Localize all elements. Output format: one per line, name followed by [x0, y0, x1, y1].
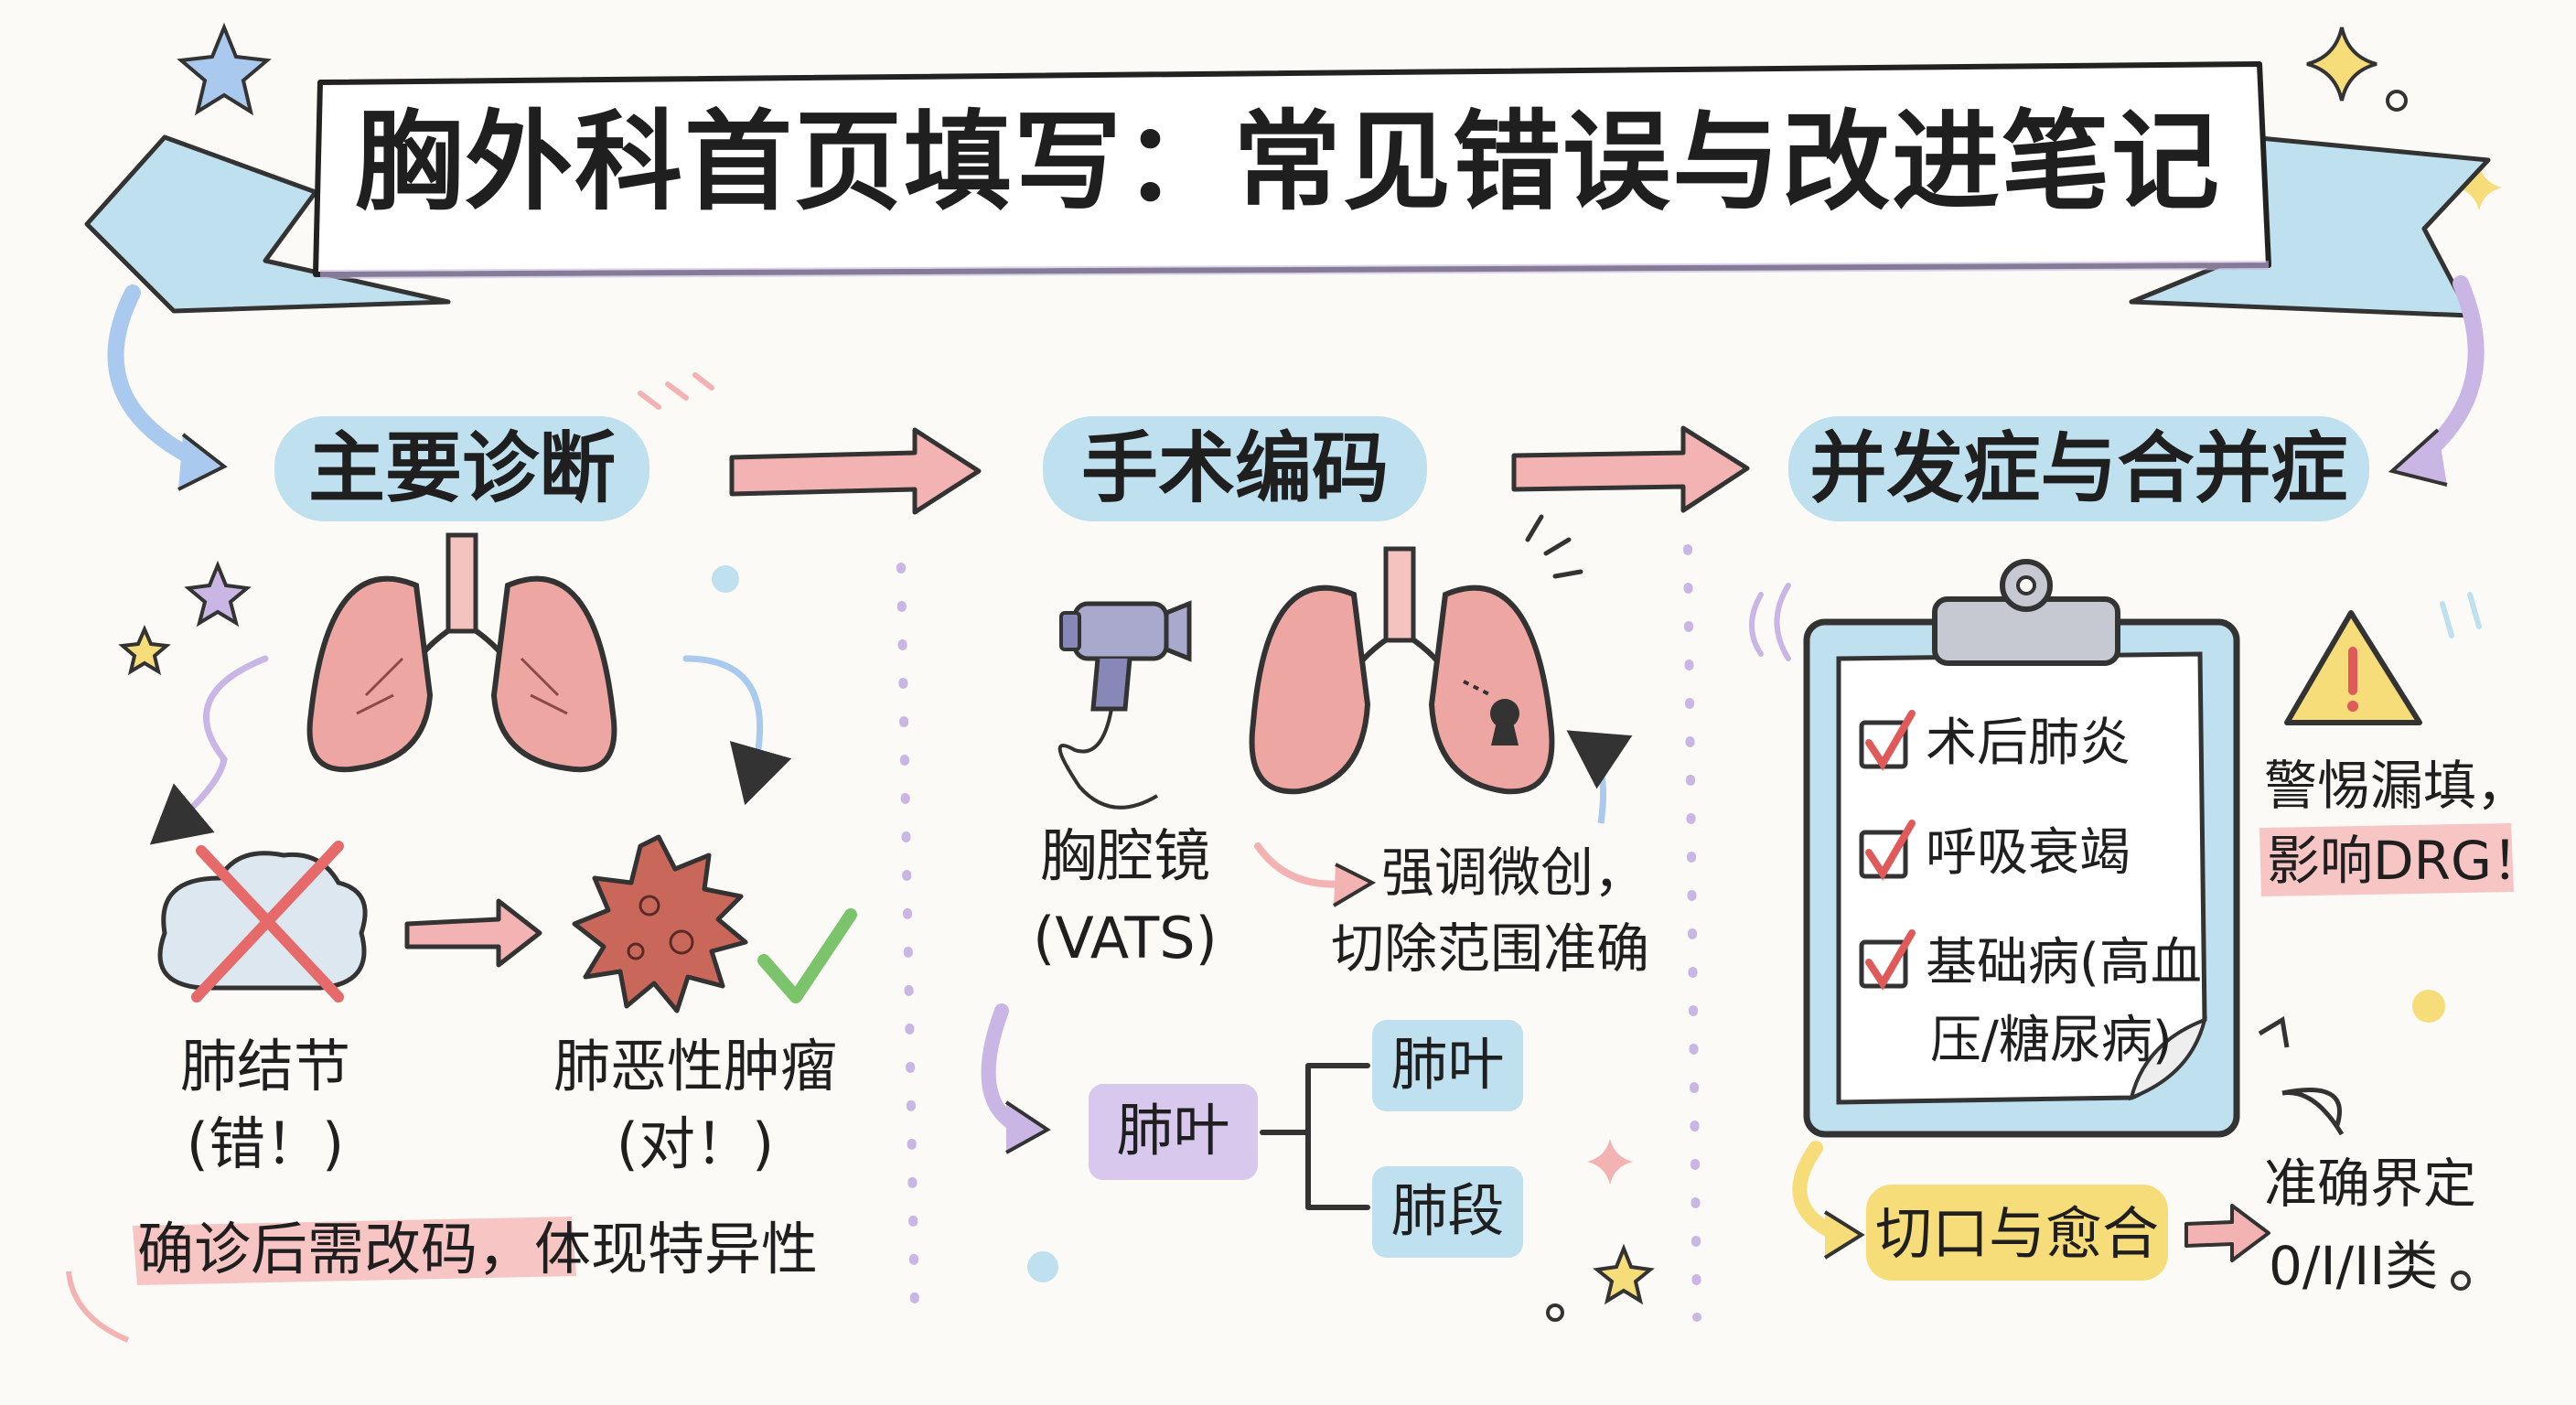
incision-pill	[1866, 1185, 2168, 1281]
page-title: 胸外科首页填写：常见错误与改进笔记	[354, 99, 2221, 225]
checklist-item-1: 术后肺炎	[1926, 713, 2131, 773]
branch-option-pill-1	[1372, 1020, 1523, 1111]
incision-label: 切口与愈合	[1874, 1200, 2159, 1267]
branch-root-pill	[1089, 1084, 1258, 1180]
decoration-stars	[97, 22, 2502, 1322]
checklist-item-3-cont: 压/糖尿病)	[1930, 1011, 2173, 1070]
right-diagnosis-label: 肺恶性肿瘤	[553, 1033, 837, 1099]
flow-arrow-1	[729, 427, 982, 515]
branch-connector	[1260, 1063, 1370, 1210]
checklist-item-2: 呼吸衰竭	[1926, 823, 2131, 883]
header-diagnosis: 主要诊断	[307, 424, 616, 513]
surgery-emphasis-1: 强调微创，	[1381, 842, 1648, 904]
branch-root-label: 肺叶	[1116, 1097, 1230, 1164]
title-left-arrow	[107, 284, 209, 470]
warning-icon	[2284, 610, 2422, 725]
wrong-tag: (错！)	[186, 1110, 345, 1177]
wrong-diagnosis-label: 肺结节	[179, 1033, 350, 1099]
header-complications: 并发症与合并症	[1809, 424, 2348, 513]
checkbox-2	[1859, 820, 1916, 881]
device-label: 胸腔镜	[1039, 822, 1210, 889]
correction-arrow	[404, 898, 542, 968]
flow-arrow-2	[1511, 425, 1750, 513]
checklist-item-3: 基础病(高血	[1926, 933, 2202, 992]
lungs-keyhole-icon	[1249, 514, 1583, 795]
checkbox-3	[1859, 929, 1916, 991]
lungs-icon	[306, 532, 617, 773]
warning-highlight	[2259, 823, 2514, 896]
note-highlight	[133, 1217, 576, 1285]
thoracoscope-icon	[1057, 600, 1192, 810]
branch-option-pill-2	[1372, 1166, 1523, 1258]
incision-arrow	[2184, 1204, 2270, 1262]
clipboard-icon	[1803, 559, 2240, 1138]
device-sublabel: (VATS)	[1033, 905, 1218, 971]
header-pill-surgery	[1043, 416, 1427, 521]
surgery-emphasis-2: 切除范围准确	[1331, 917, 1650, 980]
cross-mark-icon	[191, 841, 344, 1003]
check-mark-icon	[757, 908, 857, 1003]
checkbox-1	[1859, 710, 1916, 771]
title-banner	[84, 61, 2491, 318]
divider-left	[896, 563, 919, 1313]
classification-text-1: 准确界定	[2264, 1153, 2477, 1215]
classification-text-2: 0/I/II类	[2269, 1235, 2439, 1297]
divider-right	[1683, 544, 1701, 1322]
warning-text-2: 影响DRG！	[2267, 830, 2545, 892]
tumor-icon	[572, 834, 748, 1014]
header-surgery: 手术编码	[1080, 424, 1389, 513]
header-pill-diagnosis	[274, 416, 649, 521]
branch-option-lobe: 肺叶	[1390, 1031, 1505, 1098]
right-tag: (对！)	[616, 1110, 775, 1177]
diagnosis-note: 确诊后需改码，体现特异性	[137, 1216, 819, 1282]
branch-option-segment: 肺段	[1390, 1177, 1505, 1244]
warning-text-1: 警惕漏填，	[2264, 755, 2530, 817]
header-pill-complications	[1788, 416, 2369, 521]
